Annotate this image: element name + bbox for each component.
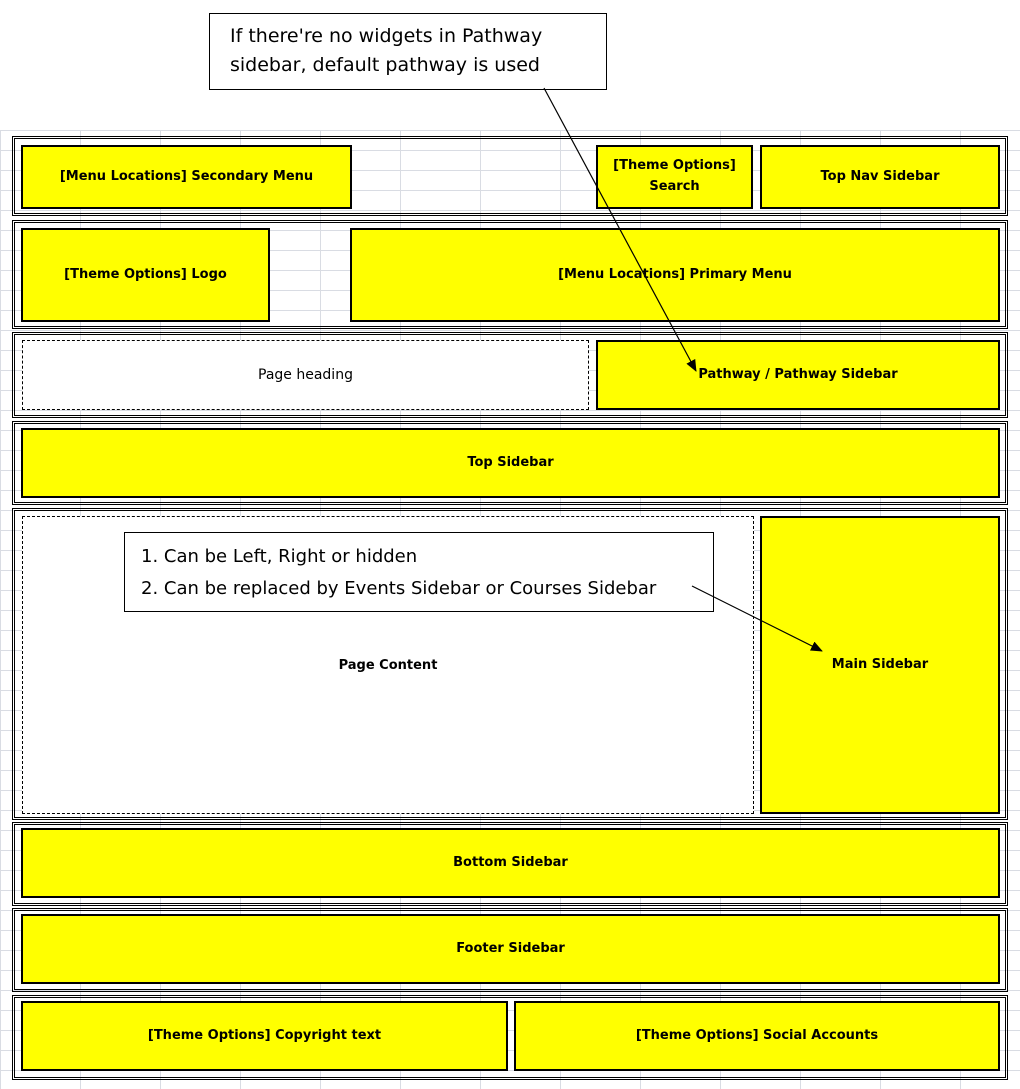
- search-area-line2: Search: [649, 179, 700, 194]
- page-heading-area: Page heading: [22, 340, 589, 410]
- search-area-line1: [Theme Options]: [613, 158, 736, 174]
- sidebar-callout-line1: 1. Can be Left, Right or hidden: [141, 546, 418, 567]
- top-nav-sidebar-area: Top Nav Sidebar: [760, 145, 1000, 209]
- bottom-sidebar-row: [12, 822, 1008, 906]
- main-sidebar-area: Main Sidebar: [760, 516, 1000, 814]
- top-sidebar-area: Top Sidebar: [21, 428, 1000, 498]
- social-accounts-area: [Theme Options] Social Accounts: [514, 1001, 1000, 1071]
- footer-row: [12, 995, 1008, 1080]
- footer-sidebar-row: [12, 908, 1008, 992]
- top-bar-row: [12, 136, 1008, 216]
- search-area: [Theme Options] Search: [596, 145, 753, 209]
- sidebar-callout-line2: 2. Can be replaced by Events Sidebar or …: [141, 578, 657, 600]
- pathway-callout: If there're no widgets in Pathway sideba…: [209, 13, 607, 90]
- copyright-area: [Theme Options] Copyright text: [21, 1001, 508, 1071]
- secondary-menu-area: [Menu Locations] Secondary Menu: [21, 145, 352, 209]
- pathway-callout-line2: sidebar, default pathway is used: [230, 54, 540, 77]
- footer-sidebar-area: Footer Sidebar: [21, 914, 1000, 984]
- heading-row: [12, 332, 1008, 418]
- sidebar-callout: 1. Can be Left, Right or hidden 2. Can b…: [124, 532, 714, 612]
- pathway-callout-line1: If there're no widgets in Pathway: [230, 25, 543, 47]
- pathway-sidebar-area: Pathway / Pathway Sidebar: [596, 340, 1000, 410]
- content-row: [12, 508, 1008, 820]
- primary-menu-area: [Menu Locations] Primary Menu: [350, 228, 1000, 322]
- logo-area: [Theme Options] Logo: [21, 228, 270, 322]
- header-row: [12, 220, 1008, 329]
- top-sidebar-row: [12, 421, 1008, 505]
- bottom-sidebar-area: Bottom Sidebar: [21, 828, 1000, 898]
